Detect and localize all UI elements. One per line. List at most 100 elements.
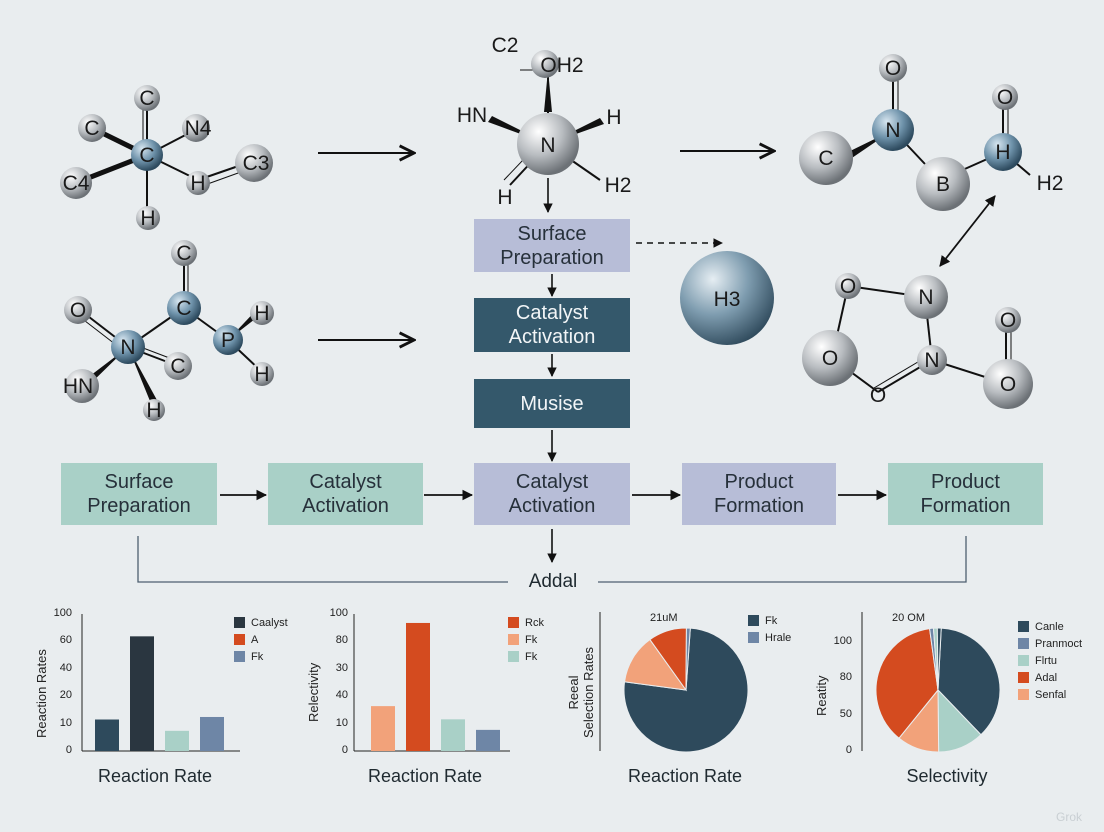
chart-1-xlabel: Reaction Rate [97,766,213,786]
atom-label: C [176,242,191,265]
atom-label: C [139,87,154,110]
atom-label: N4 [185,117,212,140]
legend-label: Hrale [765,631,792,644]
legend-item: Senfal [1018,686,1082,703]
legend-label: Fk [251,650,264,663]
atom-label: H [146,399,161,422]
atom-label: N [885,119,900,142]
flow-row-box-3: Catalyst Activation [474,463,630,525]
atom-label: H [995,141,1010,164]
legend-label: Pranmoct [1035,637,1083,650]
flow-box-label: Catalyst Activation [508,302,596,348]
atom-label: HN [457,104,487,127]
flow-box-label: Musise [520,392,584,415]
legend-label: Fk [765,614,778,627]
pie-slice [936,627,942,691]
atom-label: C3 [243,152,270,175]
atom-label: O [1000,309,1016,332]
legend-label: Fk [525,650,538,663]
legend-label: Canle [1035,620,1064,633]
legend-label: Senfal [1035,688,1067,701]
legend-label: Rck [525,616,544,629]
legend-label: Caalyst [251,616,288,629]
atom-label: C4 [63,172,90,195]
legend-item: Canle [1018,618,1082,635]
legend-item: Hrale [748,629,791,646]
h3-sphere [680,251,774,345]
flow-box-musise: Musise [474,379,630,428]
bar [165,730,189,751]
flow-row-box-4: Product Formation [682,463,836,525]
tick-label: 80 [335,634,348,647]
atom-label: O [1000,373,1016,396]
atom-label: B [936,173,950,196]
atom-label: C [139,144,154,167]
bar [441,719,465,751]
flow-row-label-2: Catalyst Activation [302,471,389,517]
legend-item: Fk [748,612,791,629]
legend-item: Fk [508,631,544,648]
molecule-1 [60,85,273,230]
legend-label: Flrtu [1035,654,1057,667]
tick-label: 60 [59,634,72,647]
bracket-label: Addal [528,571,578,592]
tick-label: 40 [59,661,72,674]
tick-label: 10 [335,716,348,729]
atom-label: O [997,86,1013,109]
chart-3-ylabel: Reeal Selection Rates [566,646,596,738]
bar [371,706,395,751]
chart-3-legend: Fk Hrale [748,612,791,646]
legend-item: Caalyst [234,614,288,631]
tick-label: 0 [65,744,72,756]
tick-label: 100 [833,635,852,647]
tick-label: 20 [59,689,72,702]
legend-item: Rck [508,614,544,631]
tick-label: 0 [341,744,348,756]
chart-4-top-label: 20 OM [892,612,926,624]
atom-label: O [70,299,86,322]
flow-row-label-1: Surface Preparation [87,471,191,517]
chart-4-pie [875,627,1001,753]
chart-2-legend: Rck Fk Fk [508,614,544,665]
molecule-5 [802,273,1033,409]
legend-item: A [234,631,288,648]
atom-label: N [540,134,555,157]
tick-label: 0 [845,744,852,756]
atom-label: HN [63,375,93,398]
legend-item: Fk [508,648,544,665]
atom-label: N [924,349,939,372]
atom-label: P [221,329,235,352]
atom-label: H [140,207,155,230]
atom-label: C [84,117,99,140]
atom-label: N [918,286,933,309]
pie-slice [685,627,691,691]
flow-row-label-4: Product Formation [713,471,805,517]
atom-label: H [190,172,205,195]
chart-2-bars [371,622,500,751]
tick-label: 100 [329,607,348,619]
atom-label: C2 [492,34,519,57]
chart-1-bars [95,636,224,751]
bar [406,622,430,751]
atom-label: O [840,275,856,298]
atom-label: N [120,336,135,359]
flow-box-catalyst-activation-top: Catalyst Activation [474,298,630,352]
atom-label: O [885,57,901,80]
molecule-4 [64,240,274,421]
atom-label: H2 [1037,172,1064,195]
flow-row-label-3: Catalyst Activation [508,471,596,517]
atom-label: H [497,186,512,209]
atom-label: O [870,384,886,407]
chart-3-pie [623,627,749,753]
flow-box-label: Surface Preparation [500,222,604,269]
bracket-line [137,536,967,583]
legend-item: Pranmoct [1018,635,1082,652]
flow-row-box-2: Catalyst Activation [268,463,423,525]
chart-4-xlabel: Selectivity [906,766,988,786]
bar [130,636,154,751]
bar [200,716,224,751]
atom-label: H [254,363,269,386]
double-arrow [939,195,996,267]
